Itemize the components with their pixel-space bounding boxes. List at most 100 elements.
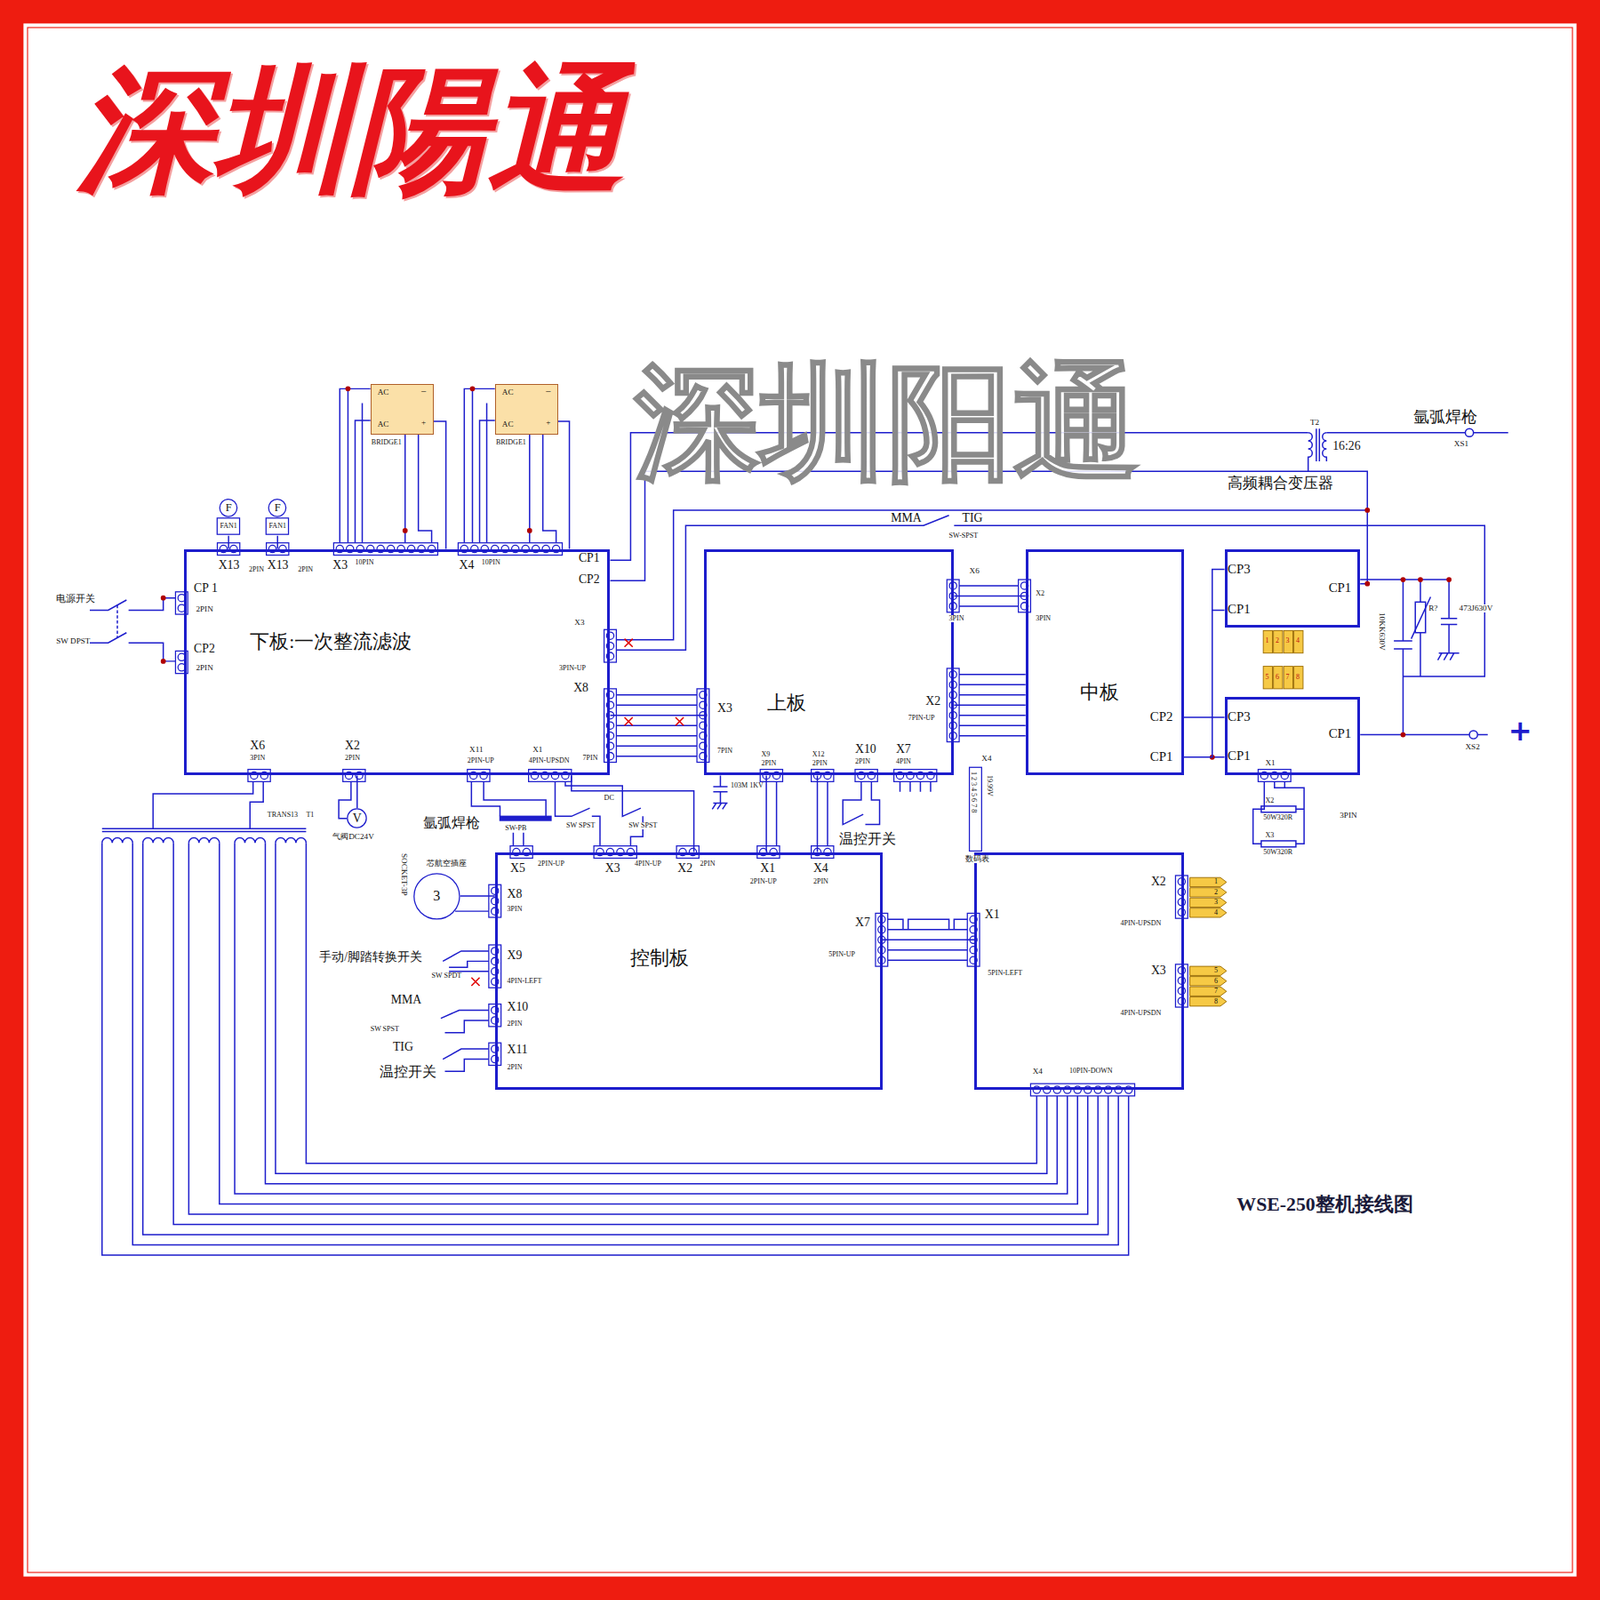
pin-label: 8 bbox=[1296, 673, 1300, 681]
pin-label: 10PIN bbox=[481, 559, 501, 567]
pin-label: 3PIN bbox=[949, 615, 965, 623]
pin-label: 2PIN bbox=[195, 664, 213, 672]
pin-label: X2 bbox=[344, 739, 360, 752]
node-label: F bbox=[274, 502, 281, 514]
pin-label: X8 bbox=[507, 888, 523, 901]
pin-label: 温控开关 bbox=[839, 832, 896, 847]
node-label: CP1 bbox=[1227, 602, 1251, 616]
fan-symbol: FFAN1 bbox=[215, 498, 242, 536]
pin-label: 50W320R bbox=[1263, 848, 1293, 856]
wire-line bbox=[571, 775, 695, 852]
wire-connector bbox=[953, 704, 1025, 706]
pin-label: X3 bbox=[574, 618, 584, 627]
pin-label: X2 bbox=[925, 695, 941, 708]
pin-label: 5PIN-UP bbox=[828, 951, 856, 959]
pin-label: 10PIN bbox=[354, 559, 374, 567]
node-label: FAN1 bbox=[268, 522, 287, 530]
wire-line bbox=[816, 775, 819, 852]
pin-label: 4PIN-LEFT bbox=[507, 977, 543, 985]
node-label: 4PIN-UPSDN bbox=[1120, 1009, 1161, 1017]
pin-label: 7PIN bbox=[582, 754, 598, 762]
node-label: X4 bbox=[1032, 1067, 1043, 1076]
node-label: AC bbox=[502, 388, 514, 397]
pin-label: X4 bbox=[813, 862, 829, 875]
node-label: CP1 bbox=[1227, 749, 1251, 763]
circuit-board: 中板 bbox=[1025, 549, 1184, 776]
node-label: FAN1 bbox=[219, 522, 238, 530]
pin-label: 2 bbox=[1275, 637, 1280, 645]
pin-label: 3PIN bbox=[507, 905, 523, 913]
node-label: X1 bbox=[984, 908, 1000, 921]
pin-label: X3 bbox=[1264, 832, 1274, 840]
pin-label: X11 bbox=[469, 745, 483, 754]
pin-label: 芯航空插座 bbox=[426, 859, 467, 868]
pin-label: 4PIN bbox=[896, 758, 912, 766]
pin-label: CP2 bbox=[193, 642, 216, 656]
pin-label: XS2 bbox=[1464, 743, 1480, 752]
wire-connector bbox=[1184, 609, 1225, 757]
pin-label: 2PIN bbox=[813, 878, 829, 886]
bridge-rectifier: AC–AC+BRIDGE1 bbox=[495, 384, 559, 435]
pin-label: X2 bbox=[1264, 797, 1274, 805]
node-label: 4PIN-UPSDN bbox=[1120, 920, 1161, 928]
node-label: 3 bbox=[432, 888, 440, 904]
pin-label: 3PIN bbox=[249, 754, 265, 762]
pin-label: 473J630V bbox=[1459, 604, 1494, 613]
node-label: X3 bbox=[1151, 964, 1167, 977]
pin-label: 6 bbox=[1214, 977, 1218, 985]
pin-label: 5 bbox=[1214, 967, 1218, 975]
wires bbox=[89, 388, 1509, 1256]
pin-label: X5 bbox=[510, 862, 526, 875]
pin-label: X1 bbox=[532, 745, 543, 754]
pin-label: 103M 1KV bbox=[730, 782, 764, 790]
node-label: + bbox=[545, 418, 551, 427]
pin-label: X7 bbox=[896, 743, 912, 756]
circle-symbol: V bbox=[346, 808, 368, 829]
node-label: AC bbox=[502, 420, 514, 429]
pin-label: + bbox=[1508, 716, 1533, 745]
pin-label: 1 2 3 4 5 6 7 8 bbox=[969, 771, 977, 813]
pin-label: SW DPST bbox=[56, 637, 90, 646]
wire-connector bbox=[1184, 717, 1225, 719]
pin-label: X6 bbox=[969, 567, 980, 576]
pin-label: X6 bbox=[249, 739, 265, 752]
bridge-rectifier: AC–AC+BRIDGE1 bbox=[370, 384, 434, 435]
pin-label: 3PIN bbox=[1339, 811, 1357, 820]
pin-label: 4 bbox=[1214, 909, 1218, 917]
node-label: CP3 bbox=[1227, 562, 1251, 576]
pin-label: 2PIN bbox=[248, 566, 264, 574]
node-label: – bbox=[421, 386, 426, 396]
node-label: 5PIN-LEFT bbox=[987, 969, 1023, 977]
node-label: BRIDGE1 bbox=[496, 439, 527, 447]
cross-marks bbox=[471, 639, 684, 986]
pin-label: TRANS13 bbox=[267, 811, 298, 819]
node-label: BRIDGE1 bbox=[371, 439, 402, 447]
pin-label: 7 bbox=[1285, 673, 1289, 681]
pin-label: SW SPST bbox=[628, 822, 657, 830]
pin-label: SOCKET-3P bbox=[400, 853, 408, 896]
pin-label: X12 bbox=[812, 751, 825, 759]
pin-label: X3 bbox=[717, 702, 733, 715]
node-label: + bbox=[421, 418, 426, 427]
pin-label: X7 bbox=[855, 916, 871, 929]
pin-label: 2PIN-UP bbox=[537, 860, 565, 868]
pin-label: TIG bbox=[962, 512, 984, 525]
pin-label: 2 bbox=[1214, 888, 1218, 896]
node-label: 中板 bbox=[1080, 683, 1120, 704]
pin-label: 19.99V bbox=[985, 775, 993, 797]
pin-label: 2PIN bbox=[297, 566, 313, 574]
node-label: 下板:一次整流滤波 bbox=[249, 632, 412, 653]
wire-line bbox=[609, 714, 704, 717]
wire-connector bbox=[816, 775, 818, 852]
node-label: CP3 bbox=[1227, 710, 1251, 724]
pin-label: 3 bbox=[1285, 637, 1289, 645]
pin-label: 2PIN bbox=[507, 1064, 523, 1072]
connectors bbox=[175, 543, 1291, 1096]
circuit-board: 控制板 bbox=[495, 852, 883, 1090]
pin-label: MMA bbox=[391, 993, 422, 1007]
pin-label: 氩弧焊枪 bbox=[423, 816, 480, 831]
pin-label: 50W320R bbox=[1263, 814, 1293, 822]
pin-label: 1 bbox=[1264, 637, 1269, 645]
